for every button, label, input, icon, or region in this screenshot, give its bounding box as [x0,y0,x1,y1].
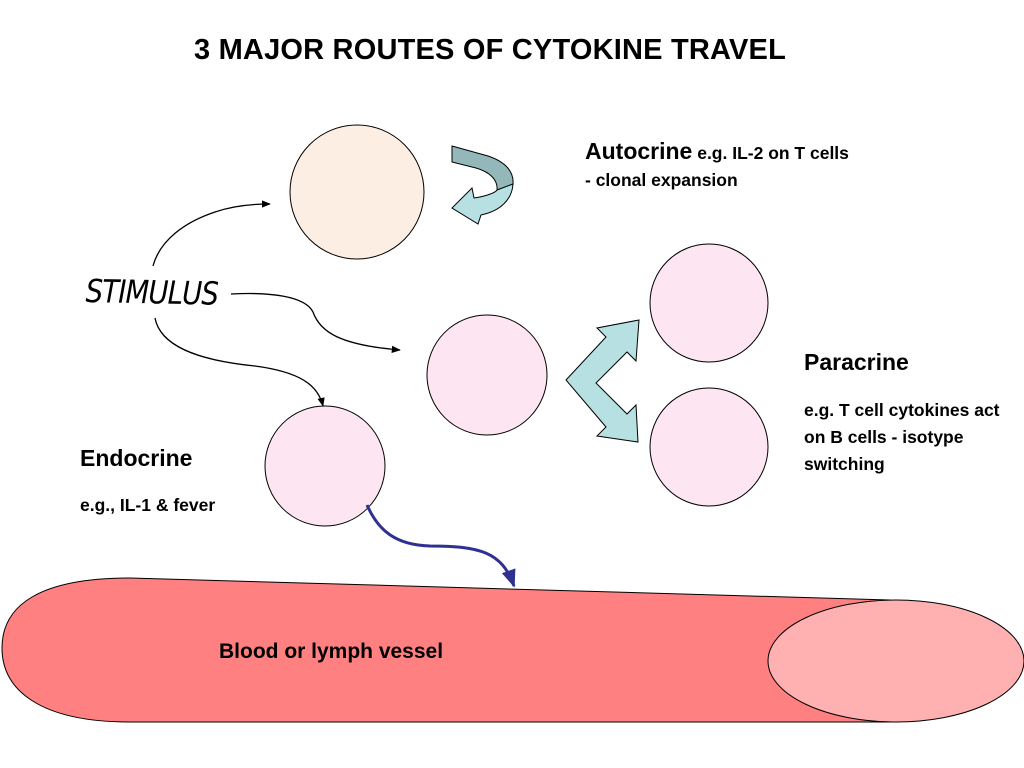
autocrine-example: e.g. IL-2 on T cells - clonal expansion [585,143,849,190]
paracrine-name: Paracrine [804,349,909,375]
stimulus-arrow-endocrine [154,317,325,407]
paracrine-source-cell [426,314,548,436]
autocrine-cell [289,124,425,260]
autocrine-arrow-top [451,145,514,191]
vessel-body [1,577,895,723]
autocrine-label: Autocrine e.g. IL-2 on T cells - clonal … [585,138,855,194]
autocrine-arrow-head [451,183,514,225]
autocrine-name: Autocrine [585,138,693,164]
endocrine-arrow [365,504,516,588]
vessel-label: Blood or lymph vessel [219,640,444,663]
stimulus-arrow-autocrine [152,200,271,267]
paracrine-target-cell-upper [649,243,769,363]
paracrine-double-arrow [565,319,640,443]
paracrine-target-cell-lower [649,387,769,507]
stimulus-label: STIMULUS [85,272,219,313]
vessel-end [767,599,1024,723]
page-title: 3 MAJOR ROUTES OF CYTOKINE TRAVEL [193,34,787,66]
endocrine-name: Endocrine [80,445,193,471]
paracrine-example: e.g. T cell cytokines act on B cells - i… [804,400,1000,474]
endocrine-example: e.g., IL-1 & fever [80,495,216,515]
stimulus-arrow-paracrine [230,292,401,353]
endocrine-cell [264,405,386,527]
